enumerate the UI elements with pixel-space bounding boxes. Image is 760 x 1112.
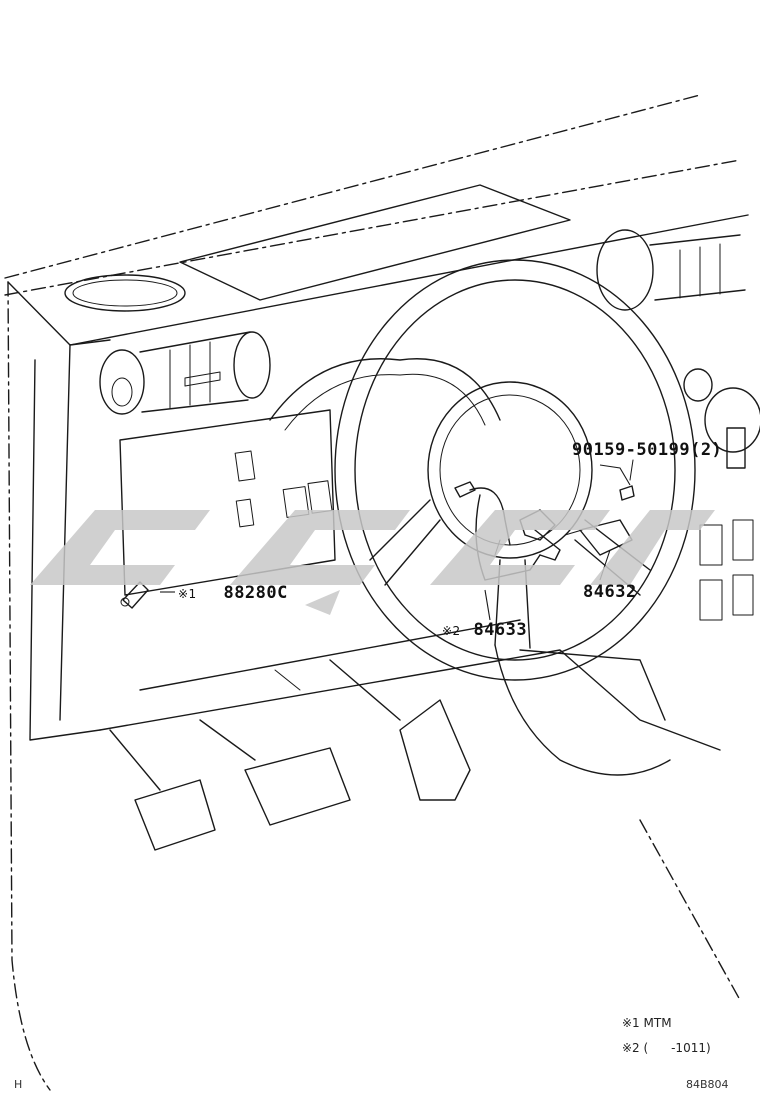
corner-mark: H xyxy=(14,1078,23,1091)
steering-wheel xyxy=(334,259,696,681)
footnote-2-marker: ※2 xyxy=(622,1041,640,1055)
dashboard-outline xyxy=(4,94,749,1091)
steering-column xyxy=(494,644,741,1001)
pedals xyxy=(109,659,471,851)
footnote-1-text: MTM xyxy=(643,1016,672,1030)
bolt-part xyxy=(619,459,635,501)
sensor-part xyxy=(120,581,149,609)
watermark-logo xyxy=(30,510,715,615)
footnote-2: ※2 ( -1011) xyxy=(622,1041,711,1055)
footnote-1-marker: ※1 xyxy=(622,1016,640,1030)
footnote-1: ※1 MTM xyxy=(622,1016,672,1030)
footnote-2-text: ( -1011) xyxy=(643,1041,711,1055)
gauge-cluster xyxy=(269,358,501,431)
figure-code: 84B804 xyxy=(686,1078,729,1091)
harness-part-number: 84633 xyxy=(473,620,528,640)
left-air-vent xyxy=(99,331,271,415)
harness-note-marker: ※2 xyxy=(442,624,461,638)
part-label-switch: 84632 xyxy=(583,582,637,602)
sensor-part-number: 88280C xyxy=(223,583,288,603)
part-label-bolt: 90159-50199(2) xyxy=(572,440,723,460)
part-label-sensor: ※1 88280C xyxy=(178,583,288,603)
right-air-vent xyxy=(596,229,760,621)
sensor-note-marker: ※1 xyxy=(178,587,197,601)
part-label-harness: ※2 84633 xyxy=(442,620,527,640)
